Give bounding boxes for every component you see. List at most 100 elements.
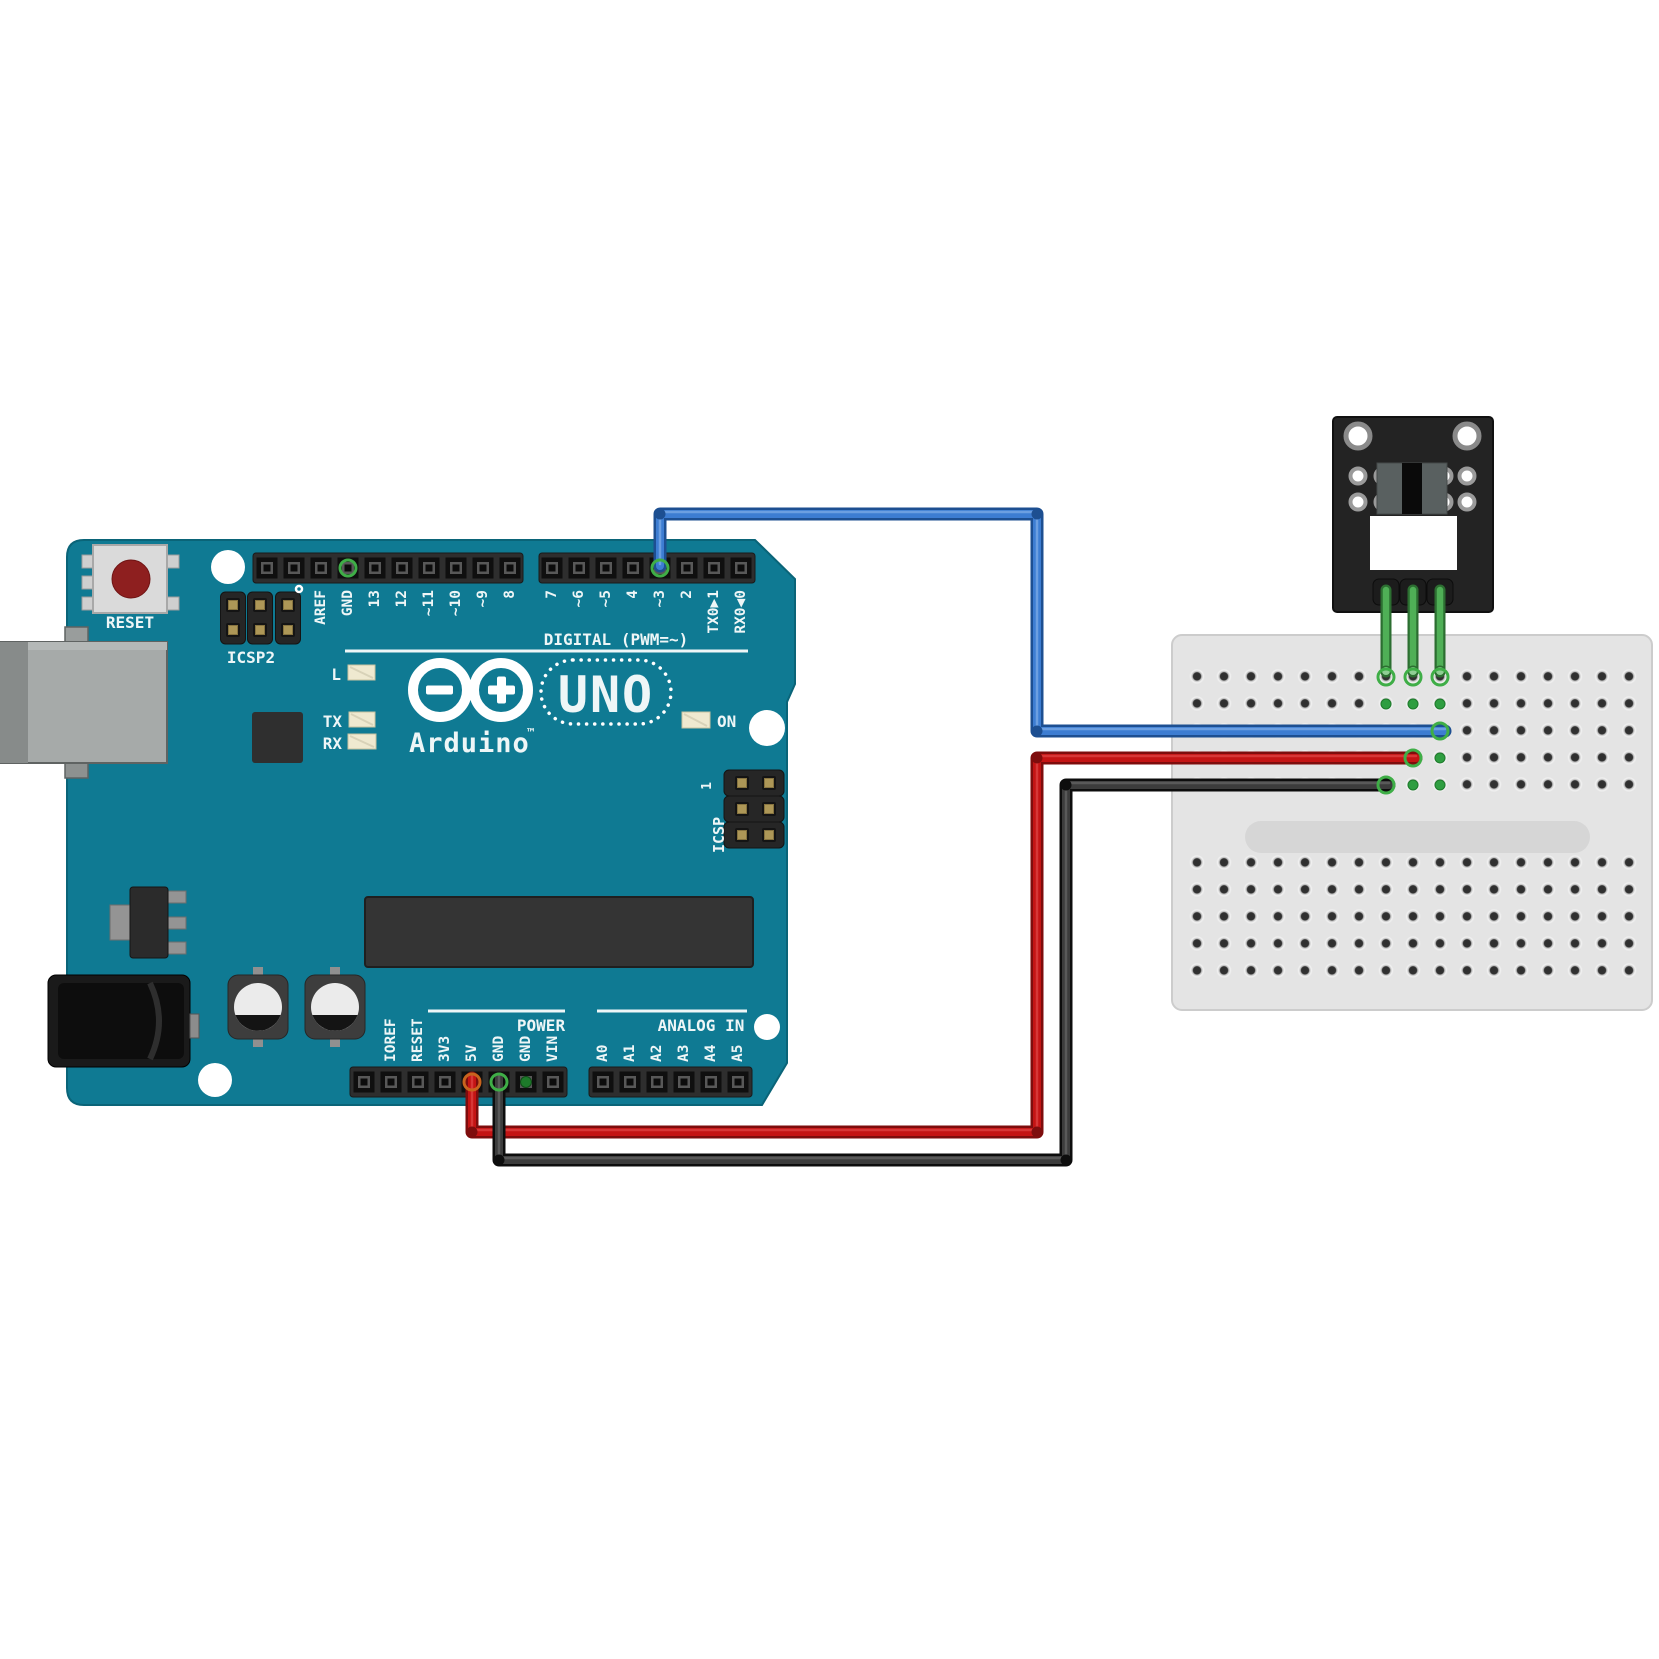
connected-hole-c10-r4[interactable]	[1434, 752, 1446, 764]
breadboard-hole-c3-r7[interactable]	[1243, 882, 1259, 898]
breadboard-hole-c11-r3[interactable]	[1459, 723, 1475, 739]
breadboard-hole-c8-r9[interactable]	[1378, 936, 1394, 952]
signal-wire-bendpoint[interactable]	[1031, 725, 1043, 737]
analog-pin-A1[interactable]	[619, 1071, 641, 1093]
breadboard-hole-c7-r2[interactable]	[1351, 696, 1367, 712]
breadboard-hole-c17-r5[interactable]	[1621, 777, 1637, 793]
analog-pin-A5[interactable]	[727, 1071, 749, 1093]
breadboard-hole-c15-r2[interactable]	[1567, 696, 1583, 712]
digital-pin-4[interactable]	[622, 557, 644, 579]
breadboard-hole-c17-r7[interactable]	[1621, 882, 1637, 898]
breadboard-hole-c5-r7[interactable]	[1297, 882, 1313, 898]
breadboard-hole-c8-r8[interactable]	[1378, 909, 1394, 925]
breadboard-hole-c12-r4[interactable]	[1486, 750, 1502, 766]
breadboard-hole-c4-r6[interactable]	[1270, 855, 1286, 871]
connection-sensor-lead[interactable]	[1430, 667, 1450, 687]
breadboard-hole-c8-r10[interactable]	[1378, 963, 1394, 979]
breadboard-hole-c9-r10[interactable]	[1405, 963, 1421, 979]
connection-blue-wire-end[interactable]	[1430, 721, 1450, 741]
breadboard[interactable]	[1171, 634, 1653, 1011]
breadboard-hole-c15-r8[interactable]	[1567, 909, 1583, 925]
breadboard-hole-c2-r7[interactable]	[1216, 882, 1232, 898]
breadboard-hole-c2-r10[interactable]	[1216, 963, 1232, 979]
connection-5v-pin[interactable]	[462, 1072, 482, 1092]
connected-hole-c9-r2[interactable]	[1407, 698, 1419, 710]
breadboard-hole-c16-r7[interactable]	[1594, 882, 1610, 898]
breadboard-hole-c13-r5[interactable]	[1513, 777, 1529, 793]
icsp2-pin-5[interactable]	[281, 598, 295, 612]
connection-gnd-pin[interactable]	[489, 1072, 509, 1092]
power-pin-VIN[interactable]	[542, 1071, 564, 1093]
digital-pin-~5[interactable]	[595, 557, 617, 579]
breadboard-hole-c14-r10[interactable]	[1540, 963, 1556, 979]
breadboard-hole-c6-r1[interactable]	[1324, 669, 1340, 685]
connection-digital-gnd[interactable]	[338, 558, 358, 578]
breadboard-hole-c11-r8[interactable]	[1459, 909, 1475, 925]
breadboard-hole-c13-r2[interactable]	[1513, 696, 1529, 712]
breadboard-hole-c5-r6[interactable]	[1297, 855, 1313, 871]
breadboard-hole-c6-r9[interactable]	[1324, 936, 1340, 952]
icsp2-pin-6[interactable]	[281, 623, 295, 637]
signal-wire[interactable]	[653, 507, 1452, 738]
atmega-chip[interactable]	[364, 896, 754, 968]
breadboard-hole-c17-r8[interactable]	[1621, 909, 1637, 925]
breadboard-hole-c3-r2[interactable]	[1243, 696, 1259, 712]
digital-pin-TX0▶1[interactable]	[703, 557, 725, 579]
connection-black-wire-end[interactable]	[1376, 775, 1396, 795]
breadboard-hole-c14-r1[interactable]	[1540, 669, 1556, 685]
icsp-header[interactable]	[723, 769, 785, 849]
digital-pin-~10[interactable]	[445, 557, 467, 579]
reset-button-cap[interactable]	[111, 559, 151, 599]
digital-pin-AREF[interactable]	[310, 557, 332, 579]
icsp2-pin-3[interactable]	[253, 598, 267, 612]
breadboard-hole-c16-r3[interactable]	[1594, 723, 1610, 739]
connection-sensor-lead[interactable]	[1403, 667, 1423, 687]
breadboard-hole-c12-r3[interactable]	[1486, 723, 1502, 739]
analog-pin-A4[interactable]	[700, 1071, 722, 1093]
digital-pin-~6[interactable]	[568, 557, 590, 579]
breadboard-hole-c10-r9[interactable]	[1432, 936, 1448, 952]
digital-pin-~11[interactable]	[418, 557, 440, 579]
icsp-pin-2[interactable]	[762, 776, 776, 790]
breadboard-hole-c4-r2[interactable]	[1270, 696, 1286, 712]
gnd-wire-bendpoint[interactable]	[493, 1154, 505, 1166]
icsp-pin-1[interactable]	[735, 776, 749, 790]
power-jack[interactable]	[47, 974, 200, 1068]
digital-pin-~9[interactable]	[472, 557, 494, 579]
breadboard-hole-c13-r6[interactable]	[1513, 855, 1529, 871]
breadboard-hole-c17-r1[interactable]	[1621, 669, 1637, 685]
breadboard-hole-c1-r6[interactable]	[1189, 855, 1205, 871]
breadboard-hole-c14-r2[interactable]	[1540, 696, 1556, 712]
breadboard-hole-c16-r9[interactable]	[1594, 936, 1610, 952]
breadboard-hole-c12-r8[interactable]	[1486, 909, 1502, 925]
breadboard-hole-c4-r8[interactable]	[1270, 909, 1286, 925]
breadboard-hole-c17-r9[interactable]	[1621, 936, 1637, 952]
breadboard-hole-c5-r10[interactable]	[1297, 963, 1313, 979]
digital-pin-7[interactable]	[541, 557, 563, 579]
breadboard-hole-c13-r10[interactable]	[1513, 963, 1529, 979]
breadboard-hole-c15-r4[interactable]	[1567, 750, 1583, 766]
breadboard-hole-c12-r5[interactable]	[1486, 777, 1502, 793]
connected-hole-c10-r5[interactable]	[1434, 779, 1446, 791]
digital-pin-nc0[interactable]	[256, 557, 278, 579]
digital-pin-13[interactable]	[364, 557, 386, 579]
breadboard-hole-c13-r3[interactable]	[1513, 723, 1529, 739]
breadboard-hole-c16-r8[interactable]	[1594, 909, 1610, 925]
breadboard-hole-c3-r9[interactable]	[1243, 936, 1259, 952]
breadboard-hole-c14-r9[interactable]	[1540, 936, 1556, 952]
signal-wire-bendpoint[interactable]	[654, 508, 666, 520]
breadboard-hole-c11-r9[interactable]	[1459, 936, 1475, 952]
breadboard-hole-c14-r6[interactable]	[1540, 855, 1556, 871]
breadboard-hole-c17-r3[interactable]	[1621, 723, 1637, 739]
breadboard-hole-c12-r10[interactable]	[1486, 963, 1502, 979]
breadboard-hole-c11-r4[interactable]	[1459, 750, 1475, 766]
power-pin-3V3[interactable]	[434, 1071, 456, 1093]
analog-pin-A3[interactable]	[673, 1071, 695, 1093]
sensor-lead-3[interactable]	[1434, 584, 1446, 678]
breadboard-hole-c7-r6[interactable]	[1351, 855, 1367, 871]
gnd-wire[interactable]	[492, 778, 1396, 1167]
connected-gnd2-pin[interactable]	[520, 1076, 532, 1088]
icsp-pin-3[interactable]	[735, 802, 749, 816]
breadboard-hole-c14-r8[interactable]	[1540, 909, 1556, 925]
